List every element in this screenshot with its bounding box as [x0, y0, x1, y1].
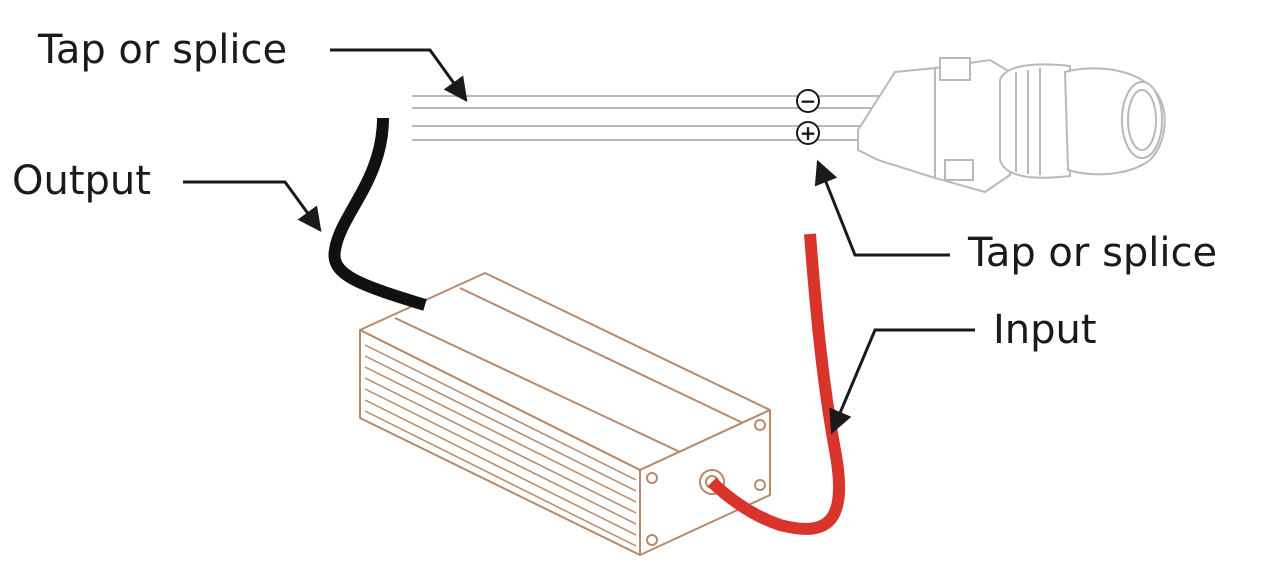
- negative-symbol: −: [800, 89, 817, 113]
- output-wire: [328, 117, 427, 311]
- input-wire: [707, 233, 846, 535]
- vehicle-wires: [412, 95, 895, 141]
- tap-splice-right-label: Tap or splice: [968, 230, 1218, 276]
- output-leader: [183, 180, 322, 232]
- tap-splice-top-label: Tap or splice: [38, 27, 288, 73]
- positive-symbol: +: [800, 121, 817, 145]
- converter-box: [359, 272, 771, 556]
- bulb-socket-illustration: [857, 57, 1166, 194]
- negative-terminal-icon: −: [796, 89, 820, 113]
- input-leader: [829, 328, 975, 435]
- output-label: Output: [12, 158, 151, 204]
- input-label: Input: [993, 307, 1097, 353]
- leader-lines: [183, 48, 975, 435]
- tap-splice-right-leader: [814, 159, 950, 257]
- positive-terminal-icon: +: [796, 121, 820, 145]
- tap-splice-top-leader: [330, 48, 468, 102]
